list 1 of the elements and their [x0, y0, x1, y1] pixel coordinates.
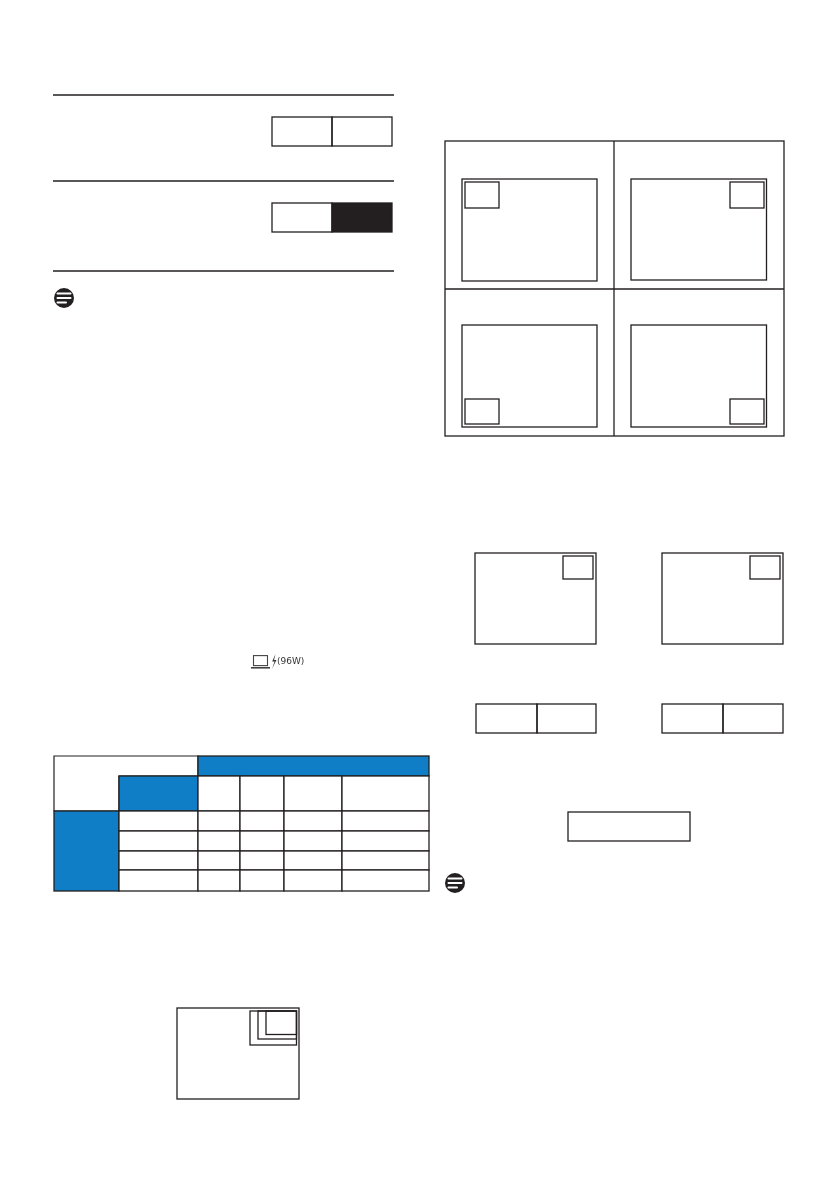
power-rating-label: (96W)	[277, 656, 305, 667]
